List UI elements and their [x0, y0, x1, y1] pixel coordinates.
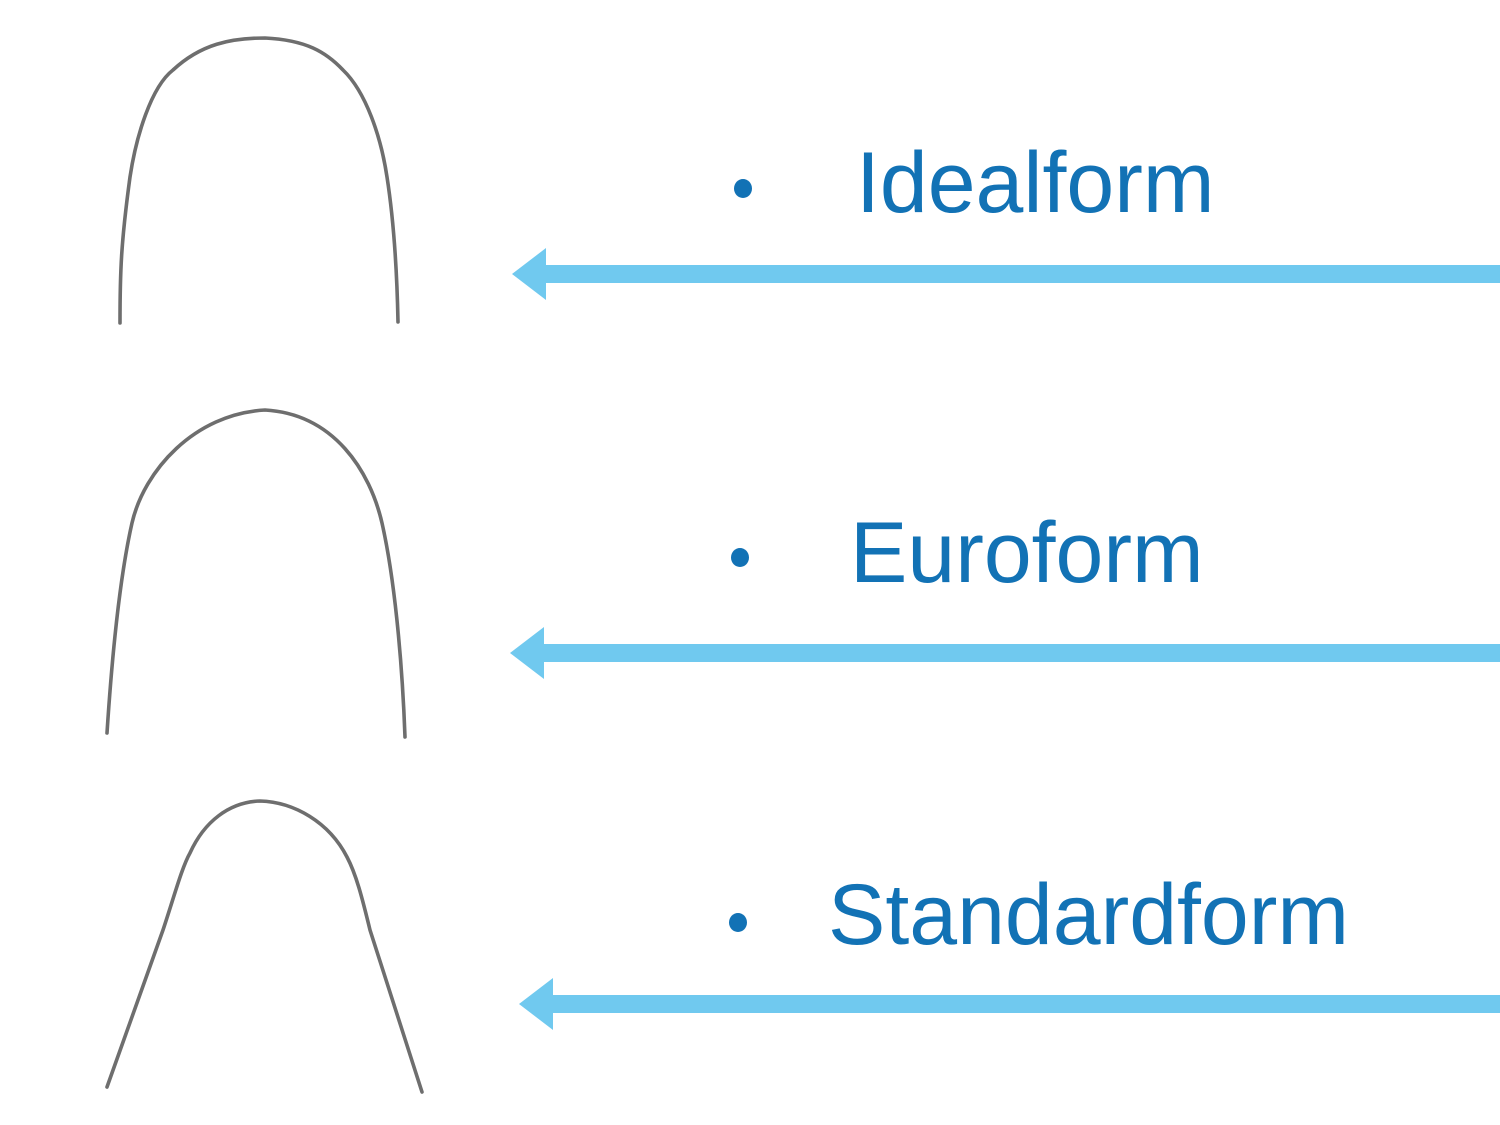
euroform-wire-path — [105, 408, 407, 739]
label-euroform: Euroform — [850, 505, 1204, 601]
standardform-wire-path — [105, 799, 424, 1094]
label-standardform: Standardform — [828, 867, 1350, 963]
label-idealform: Idealform — [856, 135, 1215, 231]
left-arrow-icon — [519, 978, 1500, 1030]
left-arrow-icon — [512, 248, 1500, 300]
standardform-archwire-image — [105, 799, 424, 1094]
euroform-archwire-image — [105, 408, 407, 739]
bullet-dot — [734, 179, 752, 198]
left-arrow-shape — [519, 978, 1500, 1030]
bullet-dot — [731, 548, 749, 567]
left-arrow-shape — [510, 627, 1500, 679]
idealform-wire-path — [118, 36, 400, 325]
left-arrow-icon — [510, 627, 1500, 679]
left-arrow-shape — [512, 248, 1500, 300]
bullet-dot — [729, 913, 747, 932]
idealform-archwire-image — [118, 36, 400, 325]
